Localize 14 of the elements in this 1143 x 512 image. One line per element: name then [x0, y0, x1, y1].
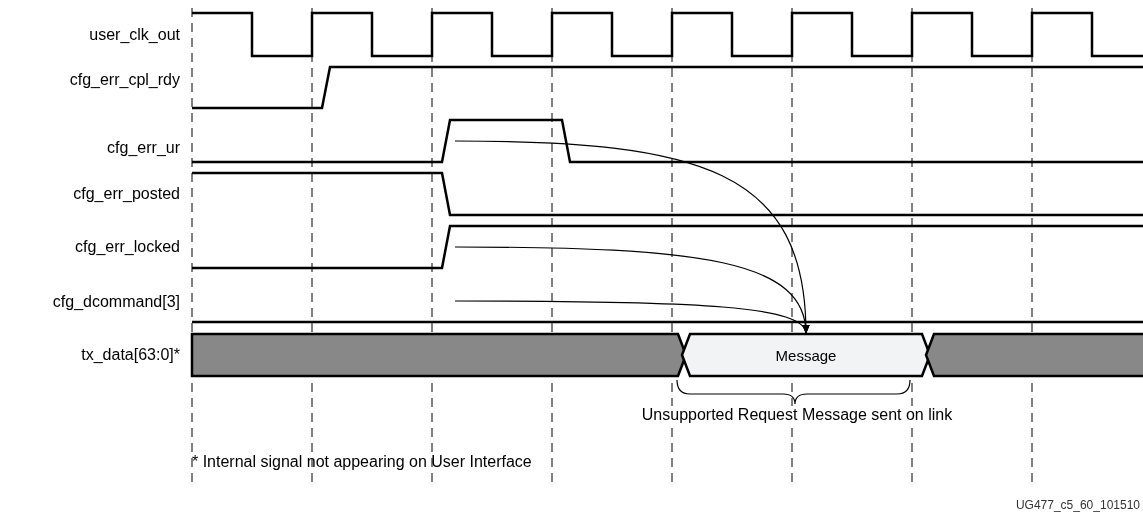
brace-label: Unsupported Request Message sent on link: [639, 406, 955, 424]
bus-segment: [192, 334, 686, 376]
segment-label: Message: [775, 346, 837, 364]
figure-id: UG477_c5_60_101510: [1015, 497, 1140, 512]
signal-name: cfg_err_ur: [107, 139, 180, 157]
signal-name: cfg_err_locked: [75, 238, 180, 256]
bus-segment: [926, 334, 1143, 376]
signal-name: cfg_err_posted: [73, 185, 180, 203]
signal-name: user_clk_out: [89, 26, 180, 44]
bus-data-segment: [682, 334, 930, 376]
arrow: [454, 300, 807, 335]
footnote: * Internal signal not appearing on User Interface: [192, 453, 532, 471]
signal-name: cfg_err_cpl_rdy: [69, 71, 180, 89]
signal-name: cfg_dcommand[3]: [52, 293, 180, 311]
